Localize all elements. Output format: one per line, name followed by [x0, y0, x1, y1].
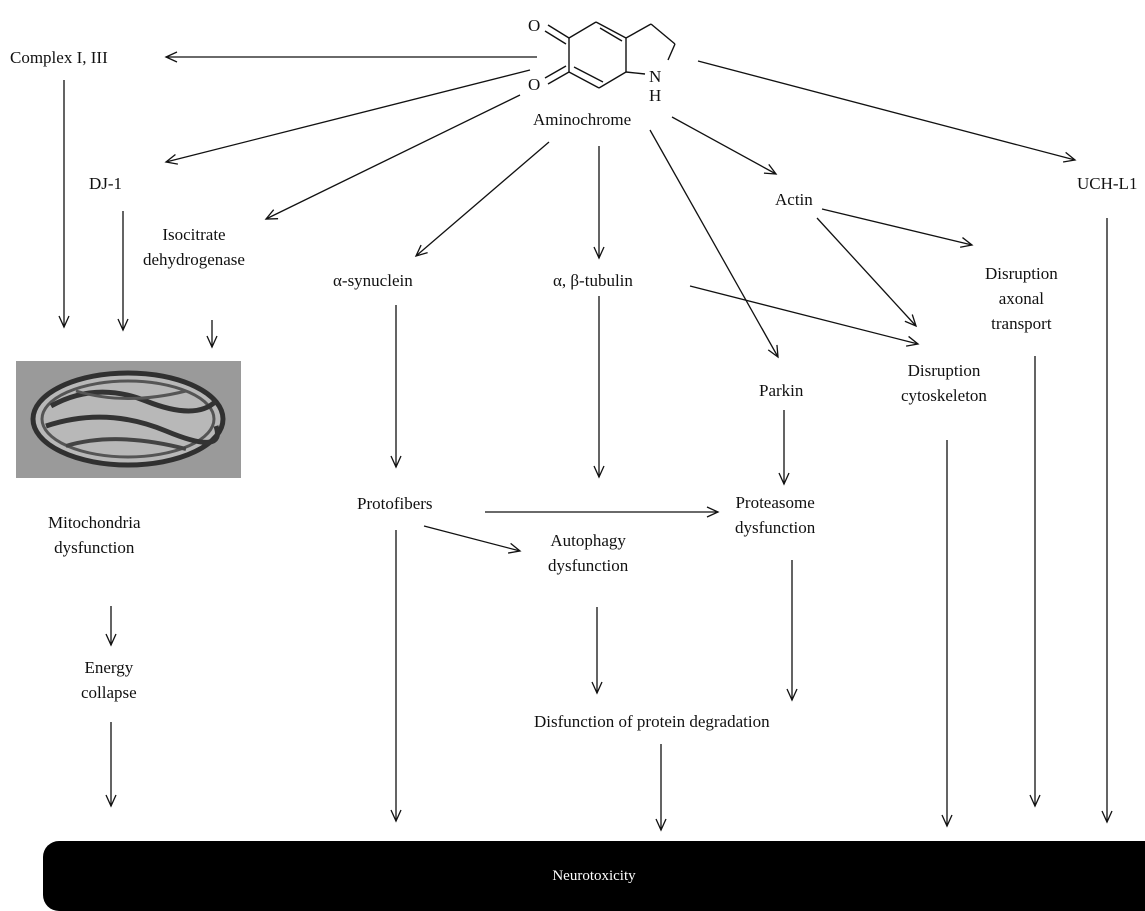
- aminochrome-label: Aminochrome: [533, 110, 632, 129]
- axonal-label: Disruption axonal transport: [985, 264, 1058, 333]
- arrow-to-actin: [671, 116, 778, 175]
- tubulin-label: α, β-tubulin: [553, 271, 633, 290]
- arrow-tubulin-cytoskeleton: [689, 285, 920, 347]
- parkin-label: Parkin: [759, 381, 804, 400]
- mito-label: Mitochondria dysfunction: [48, 513, 141, 557]
- arrow-to-isocitrate: [264, 94, 521, 220]
- synuclein-label: α-synuclein: [333, 271, 413, 290]
- arrow-protofibers-autophagy: [423, 525, 522, 554]
- actin-label: Actin: [775, 190, 813, 209]
- arrow-to-dj1: [164, 69, 531, 165]
- arrow-to-uchl1: [697, 60, 1077, 163]
- neurotoxicity-label: Neurotoxicity: [552, 867, 636, 884]
- uchl1-label: UCH-L1: [1077, 174, 1138, 193]
- arrow-to-synuclein: [414, 141, 550, 258]
- energy-label: Energy collapse: [81, 658, 137, 702]
- arrow-actin-cytoskeleton: [816, 217, 918, 328]
- degradation-label: Disfunction of protein degradation: [534, 712, 770, 731]
- arrow-actin-axonal: [821, 208, 974, 248]
- neurotoxicity-bar: Neurotoxicity: [43, 841, 1145, 911]
- isocitrate-label: Isocitrate dehydrogenase: [143, 225, 245, 269]
- protofibers-label: Protofibers: [357, 494, 433, 513]
- arrow-to-parkin: [649, 129, 779, 359]
- complex-label: Complex I, III: [10, 48, 108, 67]
- cytoskeleton-label: Disruption cytoskeleton: [901, 361, 987, 405]
- proteasome-label: Proteasome dysfunction: [735, 493, 816, 537]
- mitochondria-image: [16, 361, 241, 478]
- dj1-label: DJ-1: [89, 174, 123, 193]
- autophagy-label: Autophagy dysfunction: [548, 531, 629, 575]
